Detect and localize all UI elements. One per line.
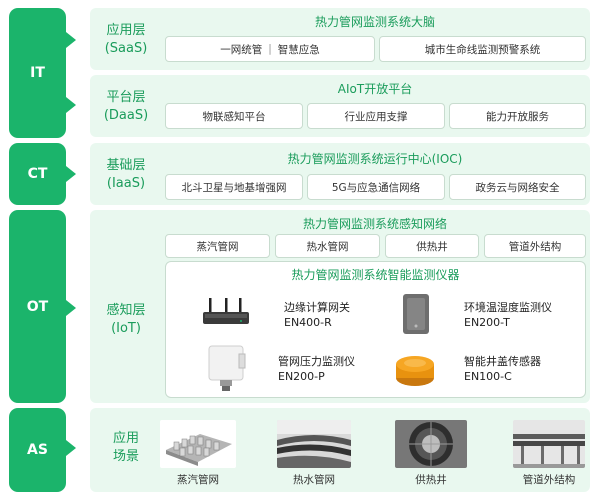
iot-name-line1: 感知层 xyxy=(106,303,146,318)
saas-box1-sep: | xyxy=(268,43,272,55)
edge-gateway-image xyxy=(201,296,251,332)
iot-item-3: 管道外结构 xyxy=(484,234,586,258)
daas-panel: 平台层 (DaaS) AIoT开放平台 物联感知平台 行业应用支撑 能力开放服务 xyxy=(90,75,590,137)
saas-box-1: 一网统管 | 智慧应急 xyxy=(165,36,375,62)
arrow-iot xyxy=(66,300,76,316)
saas-box1-b: 智慧应急 xyxy=(277,43,320,56)
steam-pipe-scene-image xyxy=(160,420,236,468)
iot-item-1: 热水管网 xyxy=(275,234,380,258)
daas-layer-name: 平台层 (DaaS) xyxy=(96,89,156,125)
iot-item-2: 供热井 xyxy=(385,234,479,258)
iot-name-line2: (IoT) xyxy=(111,321,141,336)
scenes-name-line1: 应用 xyxy=(112,431,139,446)
device-0-label: 边缘计算网关 EN400-R xyxy=(284,300,350,330)
daas-item-1: 行业应用支撑 xyxy=(307,103,445,129)
arrow-scenes xyxy=(66,440,76,456)
iaas-panel: 基础层 (IaaS) 热力管网监测系统运行中心(IOC) 北斗卫星与地基增强网 … xyxy=(90,143,590,205)
saas-name-line2: (SaaS) xyxy=(104,41,148,56)
device-1-name: 环境温湿度监测仪 xyxy=(464,301,552,314)
iot-layer-name: 感知层 (IoT) xyxy=(96,302,156,338)
iot-title: 热力管网监测系统感知网络 xyxy=(302,217,447,231)
manhole-cover-sensor-image xyxy=(393,350,437,390)
tag-ot: OT xyxy=(9,210,66,403)
iaas-name-line1: 基础层 xyxy=(106,158,146,173)
device-2-label: 管网压力监测仪 EN200-P xyxy=(278,354,355,384)
iot-item-0: 蒸汽管网 xyxy=(165,234,270,258)
scene-0-label: 蒸汽管网 xyxy=(177,474,219,486)
daas-title: AIoT开放平台 xyxy=(337,82,413,96)
heating-well-scene-image xyxy=(395,420,467,468)
iaas-name-line2: (IaaS) xyxy=(106,176,146,191)
pressure-monitor-image xyxy=(206,344,248,392)
pipe-structure-scene-image xyxy=(513,420,585,468)
iot-panel: 感知层 (IoT) 热力管网监测系统感知网络 蒸汽管网 热水管网 供热井 管道外… xyxy=(90,210,590,403)
hot-water-pipe-scene-image xyxy=(277,420,351,468)
device-1-model: EN200-T xyxy=(464,316,510,329)
daas-item-2: 能力开放服务 xyxy=(449,103,586,129)
iaas-item-2: 政务云与网络安全 xyxy=(449,174,586,200)
saas-box-2: 城市生命线监测预警系统 xyxy=(379,36,586,62)
scenes-panel: 应用 场景 蒸汽管网 热水管网 xyxy=(90,408,590,492)
device-0-model: EN400-R xyxy=(284,316,332,329)
saas-box1-a: 一网统管 xyxy=(220,43,263,56)
device-2-model: EN200-P xyxy=(278,370,325,383)
saas-title: 热力管网监测系统大脑 xyxy=(314,15,435,29)
saas-name-line1: 应用层 xyxy=(106,23,146,38)
device-2-name: 管网压力监测仪 xyxy=(278,355,355,368)
saas-layer-name: 应用层 (SaaS) xyxy=(96,22,156,58)
iaas-layer-name: 基础层 (IaaS) xyxy=(96,157,156,193)
arrow-saas xyxy=(66,32,76,48)
device-3-model: EN100-C xyxy=(464,370,512,383)
instruments-panel: 热力管网监测系统智能监测仪器 边缘计算网关 EN400-R xyxy=(165,261,586,398)
scenes-layer-name: 应用 场景 xyxy=(96,430,156,466)
scene-3-label: 管道外结构 xyxy=(522,474,576,486)
arrow-iaas xyxy=(66,166,76,182)
iaas-item-0: 北斗卫星与地基增强网 xyxy=(165,174,303,200)
scene-2-label: 供热井 xyxy=(415,474,447,486)
daas-item-0: 物联感知平台 xyxy=(165,103,303,129)
instruments-title: 热力管网监测系统智能监测仪器 xyxy=(291,268,460,282)
arrow-daas xyxy=(66,97,76,113)
iaas-item-1: 5G与应急通信网络 xyxy=(307,174,445,200)
tag-as: AS xyxy=(9,408,66,492)
scenes-name-line2: 场景 xyxy=(112,449,139,464)
daas-name-line1: 平台层 xyxy=(106,90,146,105)
device-3-name: 智能井盖传感器 xyxy=(464,355,541,368)
iaas-title: 热力管网监测系统运行中心(IOC) xyxy=(287,152,463,166)
tag-ct: CT xyxy=(9,143,66,205)
tag-it: IT xyxy=(9,8,66,138)
device-0-name: 边缘计算网关 xyxy=(284,301,350,314)
daas-name-line2: (DaaS) xyxy=(103,108,149,123)
saas-panel: 应用层 (SaaS) 热力管网监测系统大脑 一网统管 | 智慧应急 城市生命线监… xyxy=(90,8,590,70)
temp-humidity-monitor-image xyxy=(399,292,433,336)
device-3-label: 智能井盖传感器 EN100-C xyxy=(464,354,541,384)
scene-1-label: 热水管网 xyxy=(293,474,335,486)
device-1-label: 环境温湿度监测仪 EN200-T xyxy=(464,300,552,330)
